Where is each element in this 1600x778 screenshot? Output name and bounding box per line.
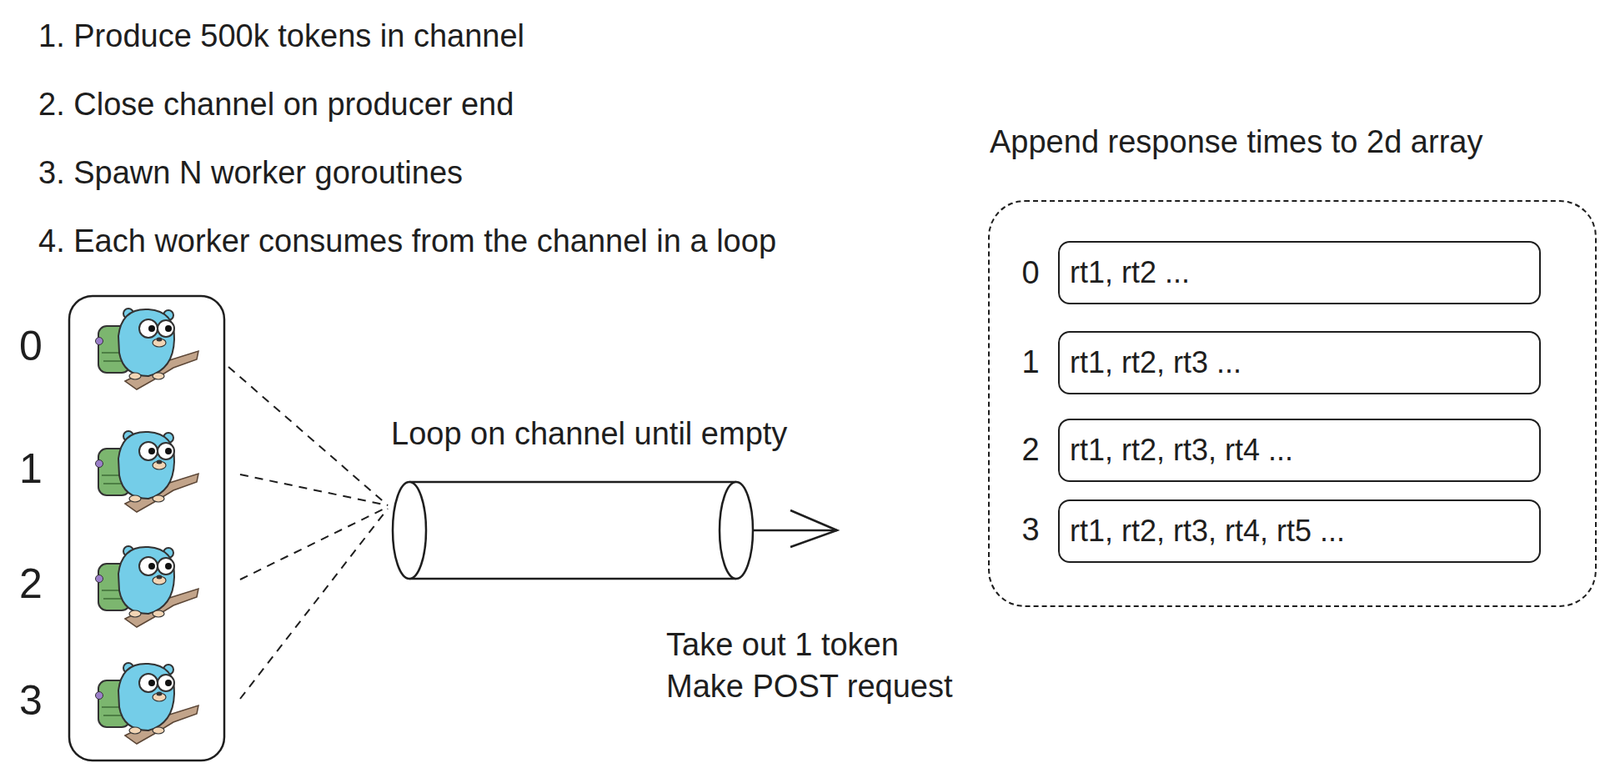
step-text: 3. Spawn N worker goroutines bbox=[38, 155, 463, 192]
row-index: 2 bbox=[1021, 431, 1039, 469]
worker-index: 0 bbox=[19, 322, 43, 372]
step-text: 1. Produce 500k tokens in channel bbox=[38, 18, 525, 56]
row-text: rt1, rt2, rt3, rt4, rt5 ... bbox=[1069, 513, 1345, 548]
heading-text: Loop on channel until empty bbox=[391, 412, 858, 453]
note-text: Make POST request bbox=[666, 668, 953, 706]
results-container: Append response times to 2d array rt1, rt… bbox=[988, 120, 1597, 607]
result-row: rt1, rt2, rt3 ... bbox=[1058, 331, 1541, 395]
row-index: 3 bbox=[1021, 511, 1039, 549]
worker-index: 2 bbox=[19, 560, 43, 609]
row-index: 1 bbox=[1021, 344, 1039, 382]
gopher-icon bbox=[95, 546, 200, 627]
result-row: rt1, rt2 ... bbox=[1058, 240, 1541, 305]
gopher-icon bbox=[95, 662, 200, 744]
row-text: rt1, rt2 ... bbox=[1069, 255, 1190, 290]
row-index: 0 bbox=[1021, 255, 1039, 292]
channel-cylinder: Loop on channel until empty bbox=[379, 412, 858, 592]
result-row: rt1, rt2, rt3, rt4, rt5 ... bbox=[1058, 499, 1541, 563]
heading-text: Append response times to 2d array bbox=[989, 120, 1597, 161]
worker-index: 3 bbox=[19, 677, 43, 726]
worker-group bbox=[69, 295, 225, 761]
worker-lines bbox=[228, 366, 388, 699]
result-row: rt1, rt2, rt3, rt4 ... bbox=[1058, 418, 1541, 482]
row-text: rt1, rt2, rt3, rt4 ... bbox=[1069, 432, 1294, 467]
gopher-icon bbox=[95, 308, 200, 390]
worker-index: 1 bbox=[19, 445, 43, 494]
step-text: 2. Close channel on producer end bbox=[38, 86, 514, 124]
step-text: 4. Each worker consumes from the channel… bbox=[38, 223, 777, 261]
row-text: rt1, rt2, rt3 ... bbox=[1069, 345, 1242, 380]
note-text: Take out 1 token bbox=[666, 626, 899, 664]
gopher-icon bbox=[95, 431, 200, 512]
